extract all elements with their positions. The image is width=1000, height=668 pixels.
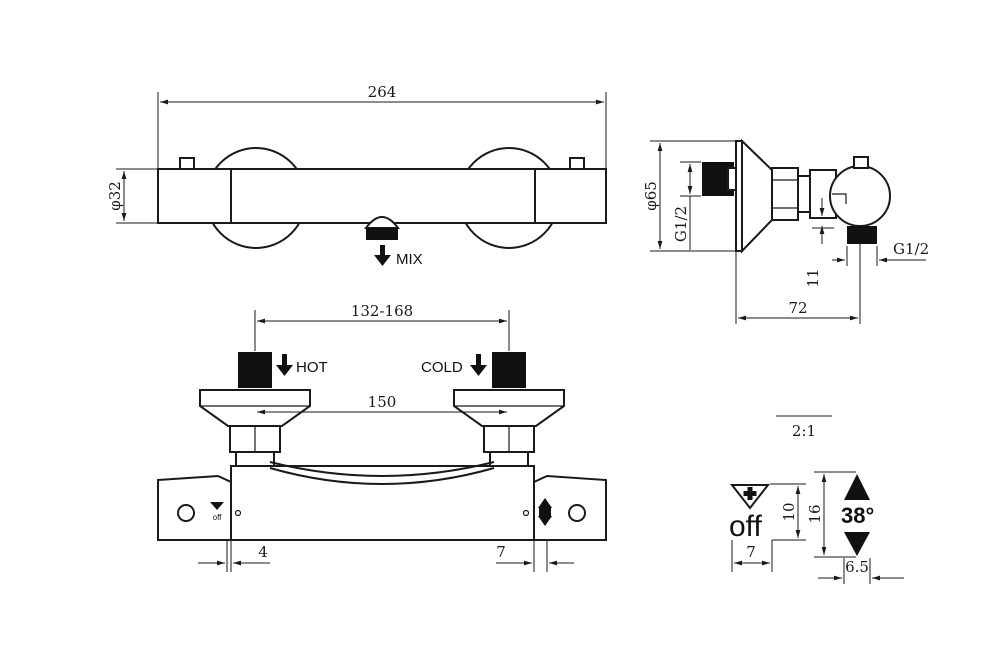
side-top-cap: [853, 156, 869, 169]
side-body-circle: [829, 165, 891, 227]
side-outlet-thread: [847, 226, 877, 244]
front-view: HOT COLD: [157, 302, 607, 572]
side-flange: [741, 138, 773, 254]
dim-knob-offset: 7: [746, 543, 756, 561]
left-front-flange: [199, 389, 311, 427]
temperature-arrows-icon: [844, 474, 870, 556]
bridge-pipe: [269, 461, 495, 477]
dim-left-offset: 4: [258, 543, 268, 561]
dim-body-diameter: φ32: [106, 181, 124, 211]
cold-arrow-icon: [470, 354, 487, 376]
hot-label: HOT: [296, 359, 328, 376]
small-off-icon: off: [210, 502, 224, 522]
top-view: MIX 264 φ32: [106, 83, 607, 268]
dim-inlet-thread: G1/2: [672, 206, 690, 242]
scale-label: 2:1: [792, 422, 816, 440]
mix-outlet-neck: [364, 216, 400, 229]
side-hex-nut: [771, 167, 799, 221]
cold-inlet-thread: [492, 352, 526, 388]
front-body: [230, 465, 535, 541]
svg-text:off: off: [213, 513, 223, 522]
side-view: φ65 G1/2 G1/2 11 72: [642, 138, 929, 324]
small-temperature-icon: [538, 498, 552, 526]
hot-arrow-icon: [276, 354, 293, 376]
dim-overall-length: 264: [368, 83, 397, 101]
mix-outlet-thread: [366, 228, 398, 240]
dim-flange-diameter: φ65: [642, 181, 660, 211]
temperature-label: 38°: [841, 503, 874, 528]
dim-depth: 72: [788, 299, 807, 317]
left-handle: [157, 474, 232, 541]
off-large-label: off: [729, 510, 762, 543]
right-front-flange: [453, 389, 565, 427]
dim-knob-width: 6.5: [845, 558, 869, 576]
dim-center-distance: 150: [368, 393, 397, 411]
dim-outlet-thread: G1/2: [893, 240, 929, 258]
cold-label: COLD: [421, 359, 463, 376]
plus-triangle-icon: [729, 484, 771, 510]
dim-knob-height: 10: [780, 502, 798, 521]
mix-arrow-icon: [374, 245, 391, 266]
hot-inlet-thread: [238, 352, 272, 388]
detail-view: 2:1 off 38° 10 16 7 6.5: [729, 415, 904, 584]
dim-knob-total-height: 16: [806, 504, 824, 523]
mix-label: MIX: [396, 251, 423, 268]
dim-right-offset: 7: [496, 543, 506, 561]
top-body-bar: [157, 168, 607, 224]
dim-outlet-height: 11: [804, 268, 822, 287]
dim-center-range: 132-168: [351, 302, 413, 320]
